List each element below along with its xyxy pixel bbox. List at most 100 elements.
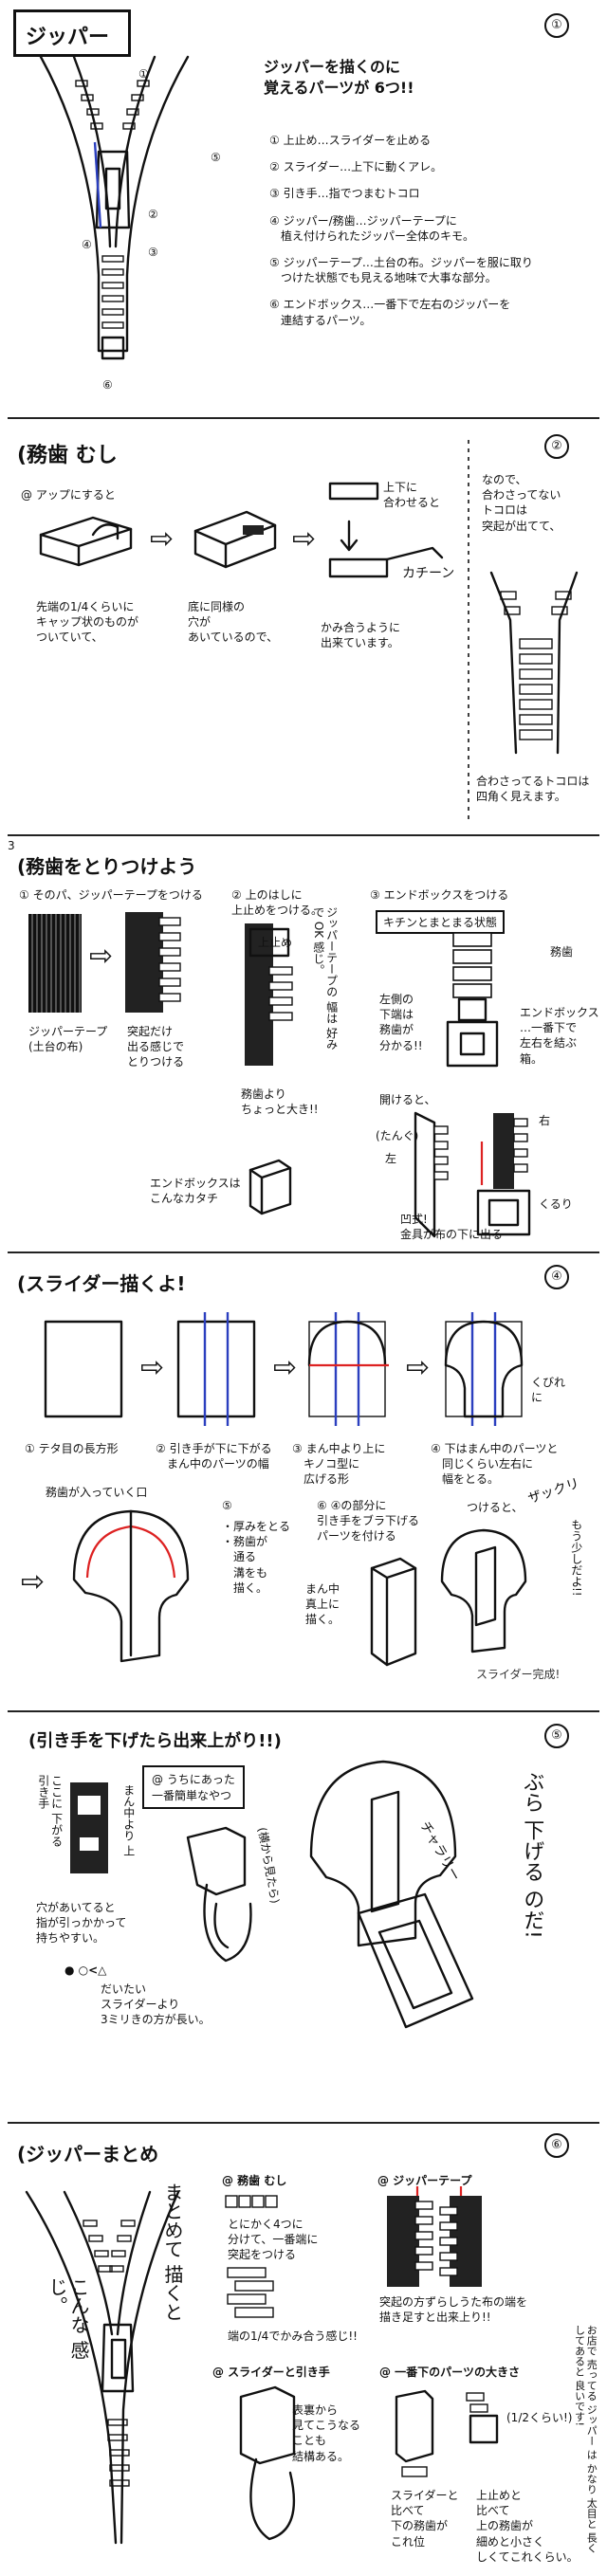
arrow-icon: ⇨	[273, 1351, 298, 1384]
page-number: ④	[544, 1265, 569, 1289]
section-zipper-parts: ジッパー ① ① ⑤ ② ③ ④ ⑥ ジッパーを描くのに 覚えるパーツが 6つ!…	[8, 0, 599, 417]
list-item: ① 上止め…スライダーを止める	[269, 134, 432, 147]
list-item: ⑥ エンドボックス…一番下で左右のジッパーを 連結するパーツ。	[269, 298, 511, 327]
arrow-icon: ⇨	[89, 940, 114, 973]
slider-done: スライダー完成!	[476, 1668, 561, 1681]
list-item: ⑤ ジッパーテープ…土台の布。ジッパーを服に取り つけた状態でも見える地味で大事…	[269, 255, 533, 285]
slider-with-tab-drawing	[309, 1760, 474, 2029]
section-title: (ジッパーまとめ	[17, 2143, 159, 2165]
step-3: ③ エンドボックスをつける	[370, 888, 509, 902]
bottom-note-2: 上止めと 比べて 上の務歯が 細めと小さく しくてこれくらい。	[476, 2489, 579, 2564]
arrow-icon: ⇨	[292, 522, 317, 556]
label-5: ⑤	[211, 151, 221, 164]
page-number: 3	[8, 839, 15, 852]
section-title-box: ジッパー	[13, 9, 131, 57]
slider-step1	[44, 1320, 123, 1418]
bottom-note: 凹式! 金具が布の下に出る	[400, 1213, 504, 1242]
tan-label: (たんぐ)	[376, 1129, 419, 1142]
hang-it-text: ぶら 下げる のだ!	[520, 1771, 544, 1939]
tape-caption-2: 突起だけ 出る感じで とりつける	[127, 1025, 185, 1069]
page-number: ⑥	[544, 2133, 569, 2158]
section-summary: ⑥ (ジッパーまとめ まとめて 描くと こんな 感じ。 @ 務歯 むし とにかく…	[8, 2126, 599, 2576]
section-title: (スライダー描くよ!	[17, 1272, 186, 1295]
arrow-icon: ⇨	[406, 1351, 431, 1384]
step-1: ① そのパ、ジッパーテープをつける	[19, 888, 203, 902]
right-note-2: 合わさってるトコロは 四角く見えます。	[476, 775, 590, 804]
step-1-caption: ① テタ目の長方形	[25, 1442, 119, 1455]
endbox-shape-caption: エンドボックスは こんなカタチ	[150, 1177, 241, 1206]
page-number: ②	[544, 434, 569, 459]
zipper-summary-drawing	[25, 2190, 180, 2545]
page-number: ①	[544, 13, 569, 38]
slider-step3	[307, 1312, 389, 1426]
endbox-label: エンドボックス …一番下で 左右を結ぶ 箱。	[520, 1006, 599, 1066]
section-slider: ④ (スライダー描くよ! ⇨ ⇨ ⇨ くびれ に ① テタ目の長方形 ② 引き手…	[8, 1255, 599, 1710]
divider-dashed	[468, 440, 469, 819]
step-2: ② 上のはしに 上止めをつける。	[231, 888, 323, 918]
right-note-1: なので、 合わさってない トコロは 突起が出てて、	[482, 473, 561, 533]
slider-complete-drawing	[440, 1528, 527, 1653]
tape-with-teeth-drawing	[125, 912, 181, 1013]
divider	[8, 2122, 599, 2124]
open-label: 開けると、	[379, 1093, 436, 1106]
step-3-caption: ③ まん中より上に キノコ型に 広げる形	[292, 1442, 386, 1487]
tooth-pair-drawing	[328, 482, 444, 578]
opened-endbox-drawing	[414, 1111, 531, 1238]
label-4: ④	[82, 238, 92, 251]
tooth-drawing-1	[39, 516, 133, 567]
center-above-note: まん中より 上	[121, 1784, 136, 1856]
teeth-label: 務歯	[550, 945, 574, 959]
right-margin-note: お店で 売ってる ジッパー は かなり 太目と 長くしてあると 良いです!	[573, 2325, 598, 2553]
caption-cap: 先端の1/4くらいに キャップ状のものが ついていて、	[36, 600, 139, 645]
right-label: 右	[539, 1114, 551, 1127]
teeth-bigger-note: 務歯より ちょっと大き!!	[241, 1087, 319, 1117]
list-item: ② スライダー…上下に動くアレ。	[269, 160, 443, 174]
teeth-heading: @ 務歯 むし	[222, 2174, 287, 2187]
shape-options: ● ○<△	[64, 1964, 107, 1977]
parts-list: ① 上止め…スライダーを止める ② スライダー…上下に動くアレ。 ③ 引き手…指…	[269, 133, 592, 328]
step-4-caption: ④ 下はまん中のパーツと 同じくらい左右に 幅をとる。	[431, 1442, 559, 1487]
slider-3d-drawing	[72, 1509, 190, 1663]
arrow-icon: ⇨	[140, 1351, 165, 1384]
tooth-stack-drawing	[227, 2267, 274, 2318]
mouth-note: 務歯が入っていく口	[46, 1486, 148, 1499]
left-label: 左	[385, 1152, 397, 1165]
length-note: だいたい スライダーより 3ミリきの方が長い。	[101, 1982, 211, 2027]
page-number: ⑤	[544, 1724, 569, 1748]
tooth-grid-drawing	[225, 2195, 278, 2208]
zipper-teeth-curve	[489, 571, 579, 755]
section-title: (務歯をとりつけよう	[17, 855, 197, 878]
list-item: ③ 引き手…指でつまむトコロ	[269, 187, 420, 201]
slider-step2	[176, 1312, 256, 1426]
bottom-part-heading: @ 一番下のパーツの大きさ	[379, 2366, 520, 2379]
tape-swatch	[28, 914, 82, 1013]
endbox-attach-drawing	[446, 932, 499, 1068]
pull-tab-side-drawing	[186, 1826, 252, 1963]
bottom-part-drawing	[395, 2389, 499, 2477]
slider-summary-drawing	[239, 2385, 296, 2541]
teeth-quarter-note: 端の1/4でかみ合う感じ!!	[228, 2329, 358, 2343]
tab-here-note: ここに 下がる 引き手	[36, 1775, 64, 1847]
note-box-text: キチンとまとまる状態	[383, 916, 498, 929]
summary-vtext-2: こんな 感じ。	[46, 2277, 90, 2360]
almost-done: もう少しだよ!!	[569, 1519, 583, 1597]
parts-heading: ジッパーを描くのに 覚えるパーツが 6つ!!	[264, 58, 414, 97]
divider	[8, 1710, 599, 1712]
tape-summary-drawing	[387, 2186, 482, 2287]
tape-note: 突起の方ずらしうた布の端を 描き足すと出来上り!!	[379, 2295, 528, 2325]
step-5-caption: ・厚みをとる ・務歯が 通る 溝をも 描く。	[222, 1520, 291, 1595]
label-6: ⑥	[102, 378, 113, 392]
closeup-label: @ アップにすると	[21, 488, 116, 502]
center-note: まん中 真上に 描く。	[305, 1582, 340, 1627]
tape-width-note: ジッパーテープの 幅は 好み で OK 感じ。	[311, 906, 339, 1050]
slider-note: 表裏から 見てこうなる ことも 結構ある。	[292, 2403, 361, 2463]
step-6-caption: ⑥ ④の部分に 引き手をブラ下げる パーツを付ける	[317, 1499, 420, 1544]
summary-vtext-1: まとめて 描くと	[161, 2183, 184, 2322]
slider-heading: @ スライダーと引き手	[212, 2366, 330, 2379]
simple-one-text: @ うちにあった 一番簡単なやつ	[152, 1773, 235, 1802]
caption-interlock: かみ合うように 出来ています。	[321, 621, 401, 650]
left-side-note: 左側の 下端は 務歯が 分かる!!	[379, 993, 423, 1052]
top-stop-label: 上止め	[258, 936, 293, 949]
top-stop-drawing	[245, 923, 293, 1066]
list-item: ④ ジッパー/務歯…ジッパーテープに 植え付けられたジッパー全体のキモ。	[269, 213, 475, 243]
